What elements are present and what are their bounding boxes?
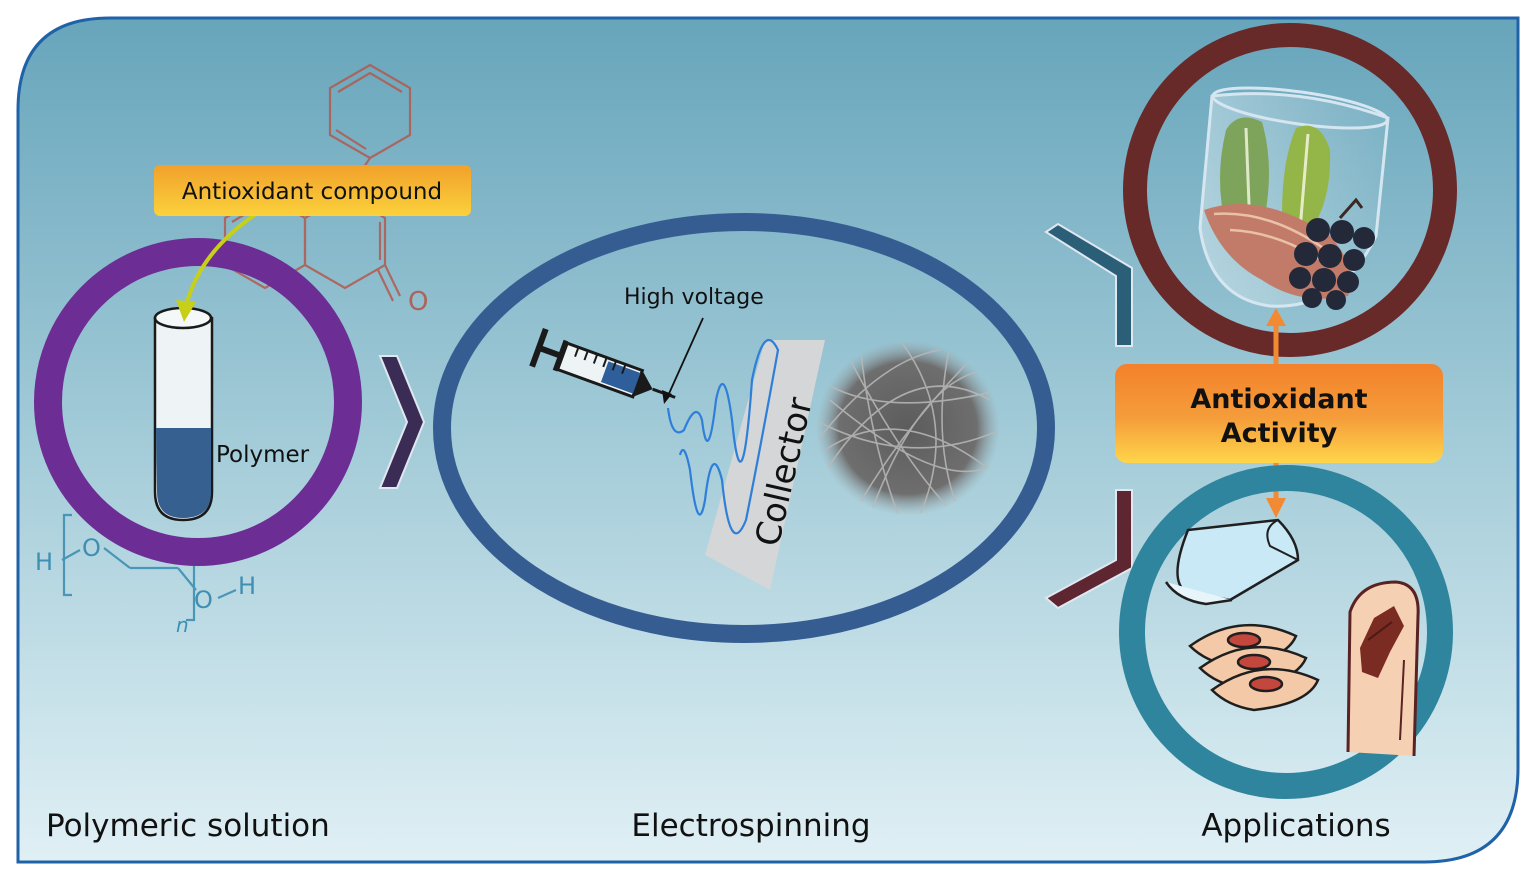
wound-dressing-icon xyxy=(1164,518,1300,606)
compound-arrow-head xyxy=(176,300,196,322)
high-voltage-pointer xyxy=(666,317,704,399)
peg-o-2: O xyxy=(194,586,213,614)
antioxidant-activity-box xyxy=(1115,364,1443,463)
syringe-icon xyxy=(529,327,676,399)
food-application-ring xyxy=(1123,23,1457,357)
flavone-oxygen: O xyxy=(408,287,428,317)
antioxidant-compound-label: Antioxidant compound xyxy=(182,179,442,205)
cells-icon xyxy=(1188,623,1320,712)
nanofiber-mat xyxy=(816,340,1000,516)
chevron-1-icon xyxy=(378,355,426,489)
antioxidant-activity-line2: Activity xyxy=(1221,418,1338,449)
stage-label-polymeric-solution: Polymeric solution xyxy=(46,808,330,844)
high-voltage-pointer-head xyxy=(662,390,672,404)
high-voltage-label: High voltage xyxy=(624,285,764,310)
stage-label-applications: Applications xyxy=(1201,808,1390,844)
stage-label-electrospinning: Electrospinning xyxy=(631,808,870,844)
activity-arrow-up-head xyxy=(1266,308,1286,326)
food-packaging-icon xyxy=(1198,86,1390,310)
collector-plate xyxy=(705,340,825,590)
chevron-2-icon xyxy=(1044,222,1133,347)
chevron-3-icon xyxy=(1044,489,1133,610)
peg-h-right: H xyxy=(238,572,256,600)
electrospinning-ellipse xyxy=(433,213,1055,643)
wounded-arm-icon xyxy=(1346,580,1420,757)
compound-arrow xyxy=(184,208,264,307)
activity-arrow-down-head xyxy=(1266,498,1286,518)
test-tube-icon xyxy=(153,306,214,522)
peg-o-1: O xyxy=(82,534,101,562)
antioxidant-compound-box xyxy=(154,165,471,216)
polymer-jet xyxy=(666,338,780,535)
polymer-label: Polymer xyxy=(216,442,310,468)
polymeric-solution-ring xyxy=(34,238,362,566)
peg-h-left: H xyxy=(35,548,53,576)
peg-n: n xyxy=(176,613,189,637)
biomedical-application-ring xyxy=(1119,465,1453,799)
antioxidant-activity-line1: Antioxidant xyxy=(1190,384,1367,415)
